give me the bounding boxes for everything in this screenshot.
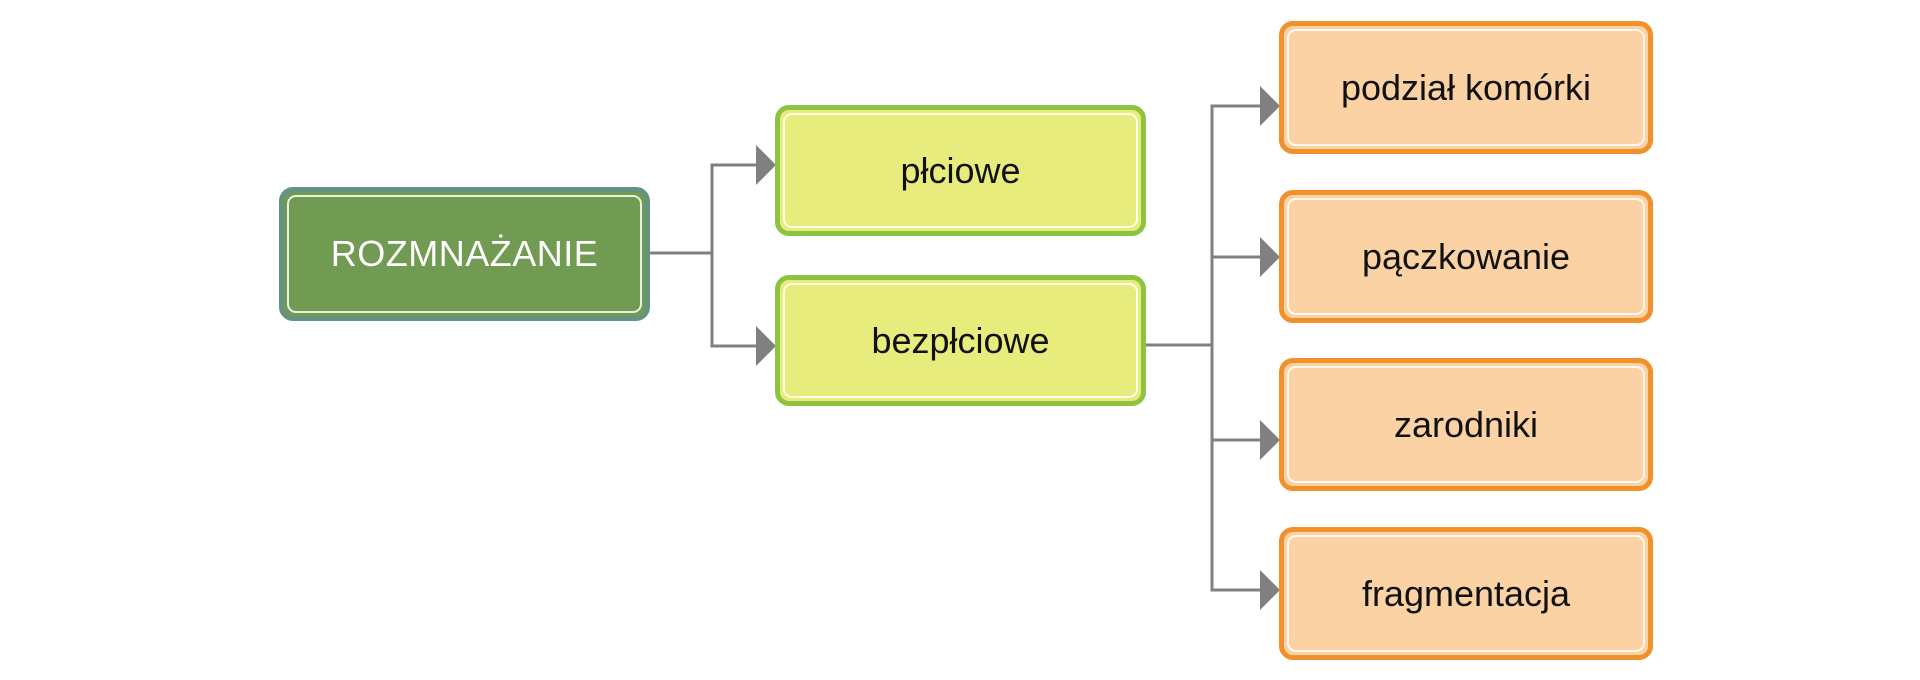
arrow-to-sexual	[756, 145, 776, 185]
node-asexual-label: bezpłciowe	[871, 319, 1050, 361]
node-sexual: płciowe	[775, 105, 1146, 236]
node-fragmentation-label: fragmentacja	[1361, 572, 1571, 614]
node-cell-division: podział komórki	[1279, 21, 1653, 154]
arrow-to-budding	[1260, 237, 1280, 277]
node-asexual: bezpłciowe	[775, 275, 1146, 406]
node-spores-label: zarodniki	[1393, 403, 1539, 445]
node-reproduction: ROZMNAŻANIE	[279, 187, 650, 321]
node-budding-label: pączkowanie	[1361, 235, 1571, 277]
node-sexual-label: płciowe	[900, 149, 1021, 191]
node-fragmentation: fragmentacja	[1279, 527, 1653, 660]
arrow-to-cell-division	[1260, 86, 1280, 126]
arrow-to-fragmentation	[1260, 570, 1280, 610]
arrow-to-asexual	[756, 326, 776, 366]
connector-asexual-branch	[1146, 104, 1262, 592]
arrow-to-spores	[1260, 420, 1280, 460]
node-spores: zarodniki	[1279, 358, 1653, 491]
node-reproduction-label: ROZMNAŻANIE	[330, 233, 599, 274]
connector-root-branch	[650, 163, 758, 348]
node-budding: pączkowanie	[1279, 190, 1653, 323]
node-cell-division-label: podział komórki	[1340, 66, 1592, 108]
